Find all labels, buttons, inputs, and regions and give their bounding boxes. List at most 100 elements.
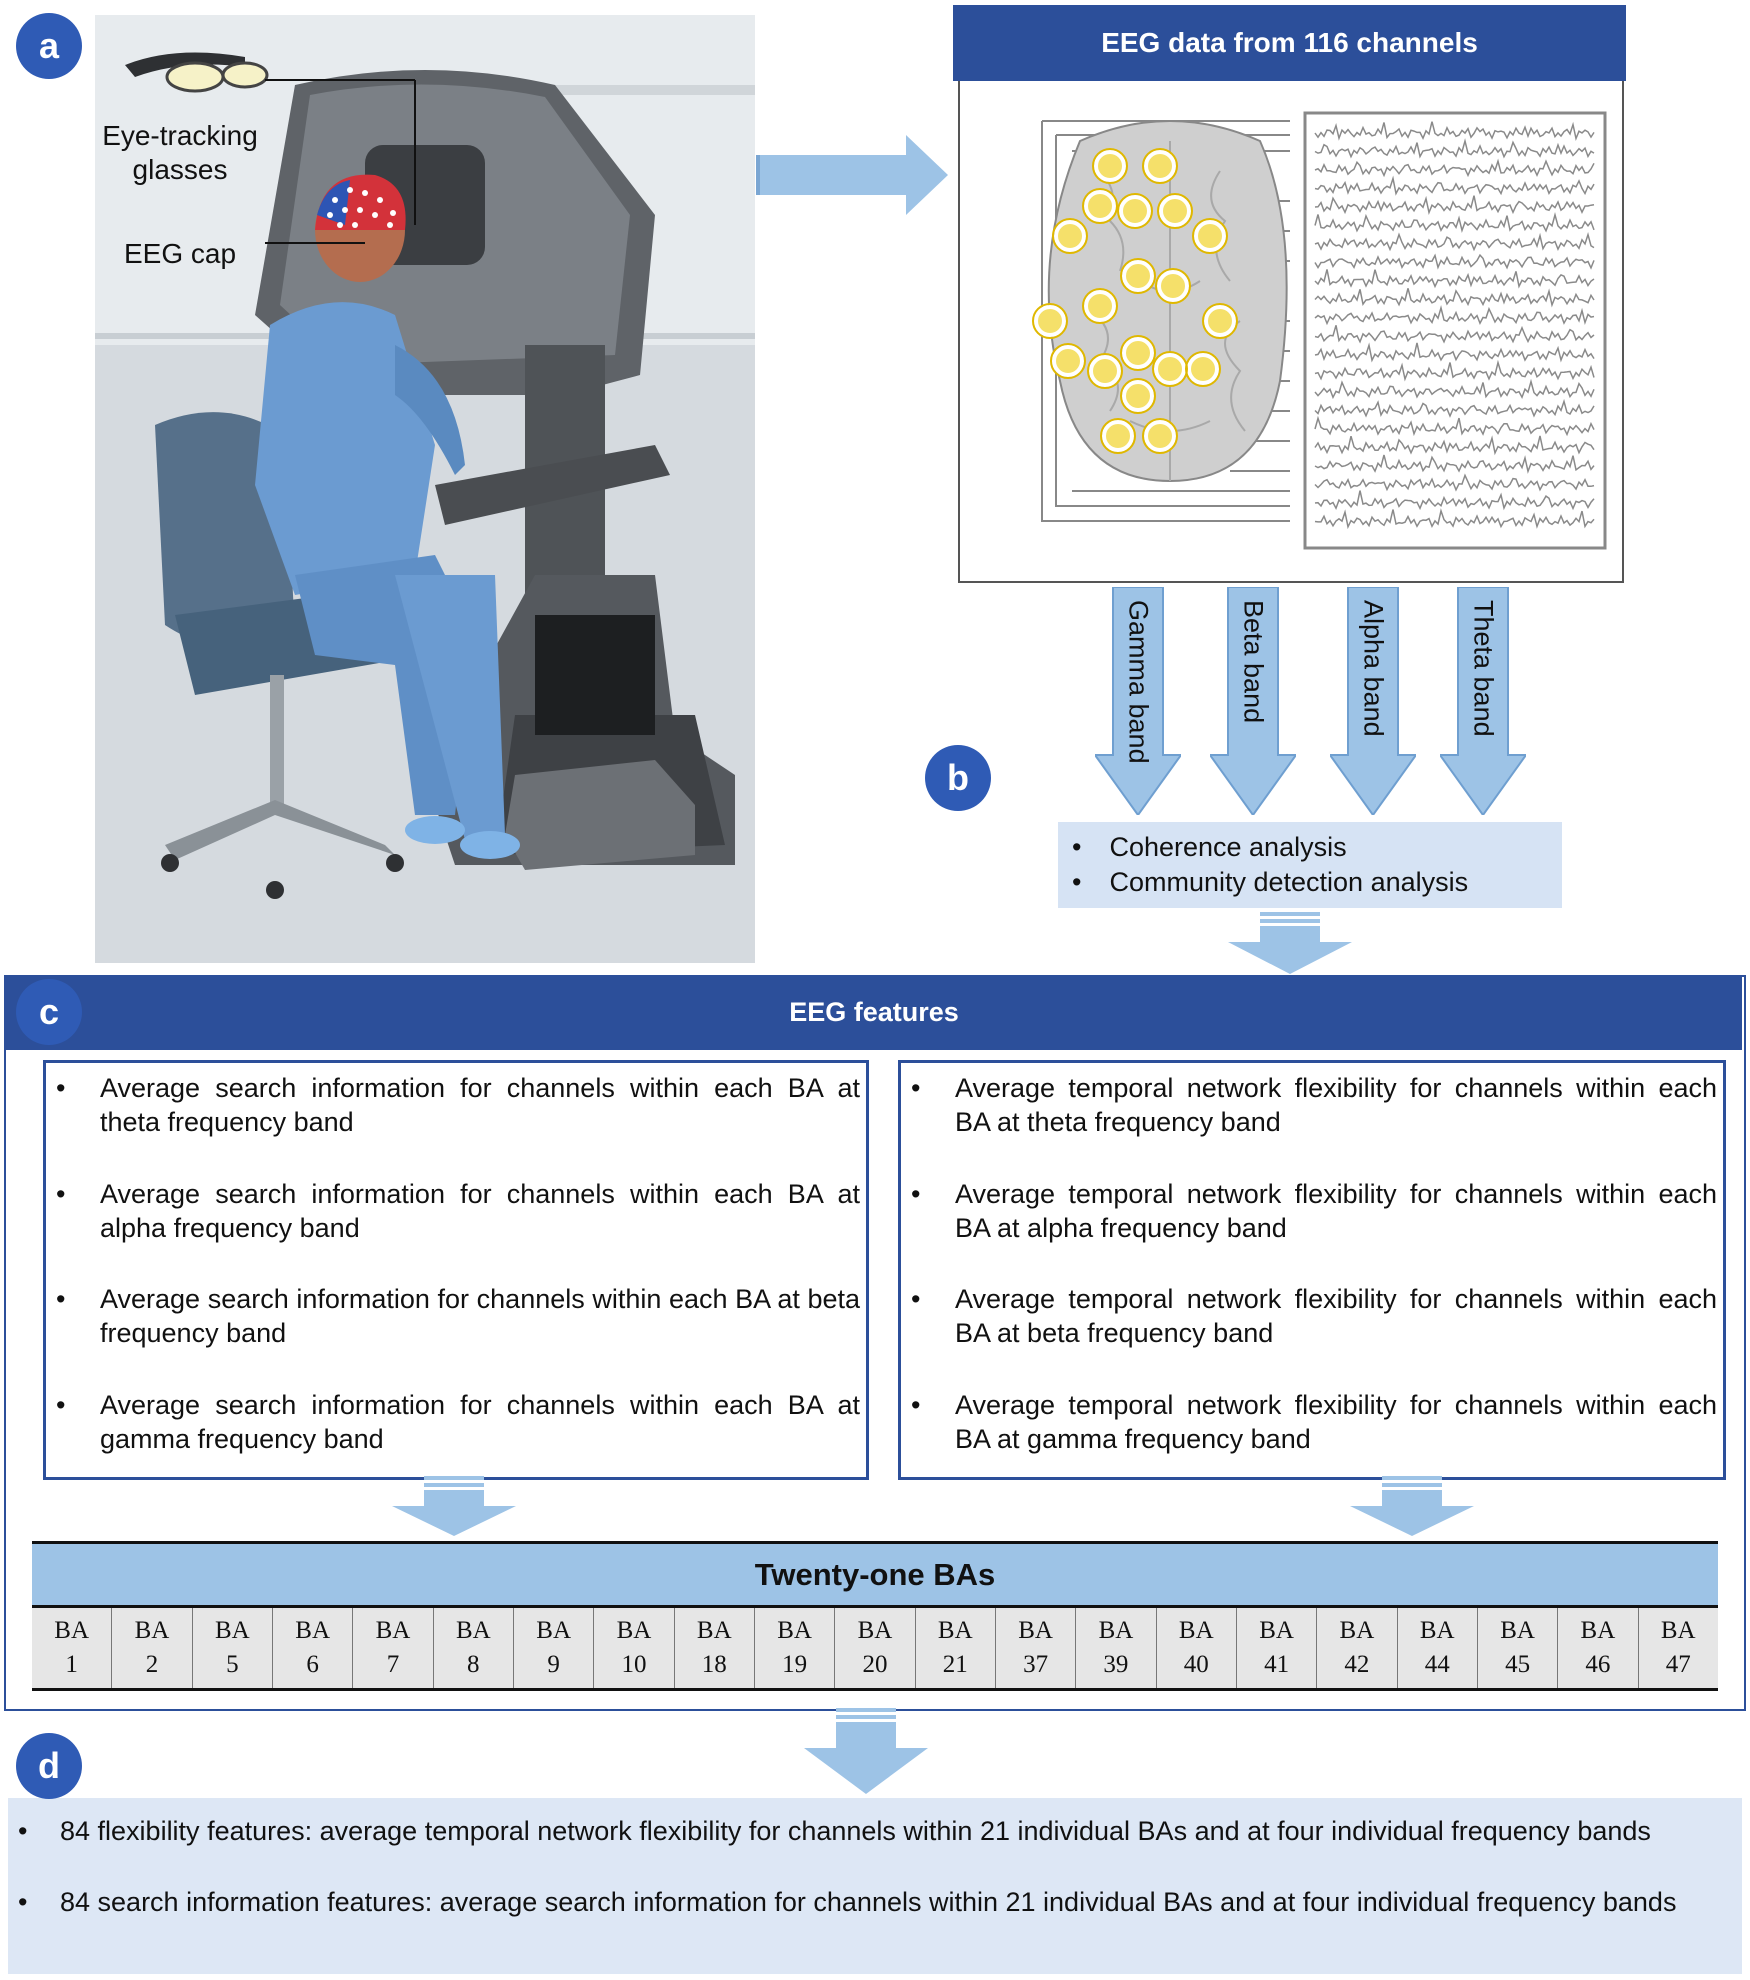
eeg-cap-label: EEG cap (123, 238, 237, 269)
bullet: • (1072, 867, 1082, 897)
bullet: • (56, 1179, 66, 1209)
down-arrow-left (392, 1476, 516, 1536)
list-item: • 84 flexibility features: average tempo… (18, 1814, 1732, 1849)
bullet: • (56, 1073, 66, 1103)
ba-number: 19 (782, 1651, 808, 1678)
ba-number: 5 (226, 1651, 239, 1678)
ba-prefix: BA (1500, 1617, 1535, 1644)
flexibility-beta-text: Average temporal network flexibility for… (955, 1284, 1717, 1348)
ba-cell: BA 19 (755, 1608, 836, 1688)
ba-table-title: Twenty-one BAs (754, 1557, 996, 1592)
theta-band-label: Theta band (1468, 600, 1499, 737)
ba-number: 1 (65, 1651, 78, 1678)
community-detection-analysis: Community detection analysis (1109, 867, 1469, 897)
ba-number: 18 (701, 1651, 727, 1678)
ba-cell: BA 6 (273, 1608, 354, 1688)
eeg-trace (1314, 253, 1595, 270)
panel-a-badge: a (16, 13, 82, 79)
ba-prefix: BA (295, 1617, 331, 1644)
bullet: • (1072, 832, 1082, 862)
panel-d-badge: d (16, 1733, 82, 1799)
down-arrow-right (1350, 1476, 1474, 1536)
ba-number: 37 (1023, 1651, 1049, 1678)
eeg-trace (1314, 325, 1595, 344)
alpha-band-label: Alpha band (1358, 600, 1389, 737)
ba-number: 2 (145, 1651, 159, 1678)
eeg-trace (1314, 269, 1595, 289)
eeg-trace (1314, 473, 1595, 492)
eeg-data-title: EEG data from 116 channels (1101, 27, 1478, 58)
eeg-trace (1314, 138, 1595, 159)
ba-cell: BA 5 (193, 1608, 273, 1688)
bullet: • (18, 1816, 28, 1846)
ba-cell: BA 44 (1398, 1608, 1478, 1688)
search-information-box: • Average search information for channel… (43, 1060, 869, 1480)
theta-band-arrow (1440, 587, 1526, 815)
surgical-console-illustration (95, 15, 755, 963)
ba-prefix: BA (1419, 1617, 1455, 1644)
eeg-trace (1314, 231, 1595, 252)
ba-number: 45 (1505, 1651, 1531, 1678)
ba-prefix: BA (1339, 1617, 1375, 1644)
alpha-band-arrow (1330, 587, 1416, 815)
list-item: • Average search information for channel… (56, 1282, 860, 1350)
eeg-trace (1314, 121, 1595, 142)
search-theta-text: Average search information for channels … (100, 1073, 860, 1137)
eeg-trace (1314, 508, 1595, 530)
ba-cell: BA 9 (514, 1608, 595, 1688)
summary-section: • 84 flexibility features: average tempo… (8, 1798, 1742, 1974)
eeg-features-header: EEG features (6, 975, 1742, 1050)
brain-channels-diagram (1032, 111, 1607, 550)
search-gamma-text: Average search information for channels … (100, 1390, 860, 1454)
ba-number: 9 (547, 1651, 560, 1678)
ba-prefix: BA (536, 1617, 571, 1644)
eeg-trace (1314, 342, 1595, 363)
ba-prefix: BA (214, 1617, 250, 1644)
ba-number: 42 (1344, 1651, 1370, 1678)
down-arrow-b-to-c (1228, 912, 1352, 974)
bullet: • (911, 1390, 921, 1420)
ba-number: 40 (1183, 1651, 1209, 1678)
search-beta-text: Average search information for channels … (100, 1284, 860, 1348)
ba-number: 44 (1424, 1651, 1450, 1678)
eeg-trace (1314, 158, 1595, 178)
eeg-data-header: EEG data from 116 channels (953, 5, 1626, 81)
ba-table-header: Twenty-one BAs (32, 1541, 1718, 1606)
bullet: • (911, 1179, 921, 1209)
search-features-text: 84 search information features: average … (60, 1887, 1677, 1917)
flexibility-theta-text: Average temporal network flexibility for… (955, 1073, 1717, 1137)
ba-prefix: BA (455, 1617, 491, 1644)
bullet: • (911, 1284, 921, 1314)
list-item: • Average temporal network flexibility f… (911, 1282, 1717, 1350)
eeg-trace (1314, 288, 1595, 308)
ba-number: 6 (306, 1651, 319, 1678)
ba-prefix: BA (937, 1617, 973, 1644)
analysis-box: • Coherence analysis • Community detection… (1058, 822, 1562, 908)
ba-prefix: BA (616, 1617, 652, 1644)
ba-prefix: BA (375, 1617, 411, 1644)
ba-number: 41 (1264, 1651, 1290, 1678)
eeg-trace (1314, 359, 1595, 382)
eye-tracking-glasses-label: Eye-tracking glasses (102, 120, 258, 185)
eeg-trace (1314, 175, 1595, 196)
flexibility-box: • Average temporal network flexibility f… (898, 1060, 1726, 1480)
bullet: • (56, 1284, 66, 1314)
eeg-data-box (958, 81, 1624, 583)
list-item: • Average search information for channel… (56, 1071, 860, 1139)
coherence-analysis: Coherence analysis (1109, 832, 1347, 862)
ba-prefix: BA (777, 1617, 812, 1644)
flexibility-alpha-text: Average temporal network flexibility for… (955, 1179, 1717, 1243)
